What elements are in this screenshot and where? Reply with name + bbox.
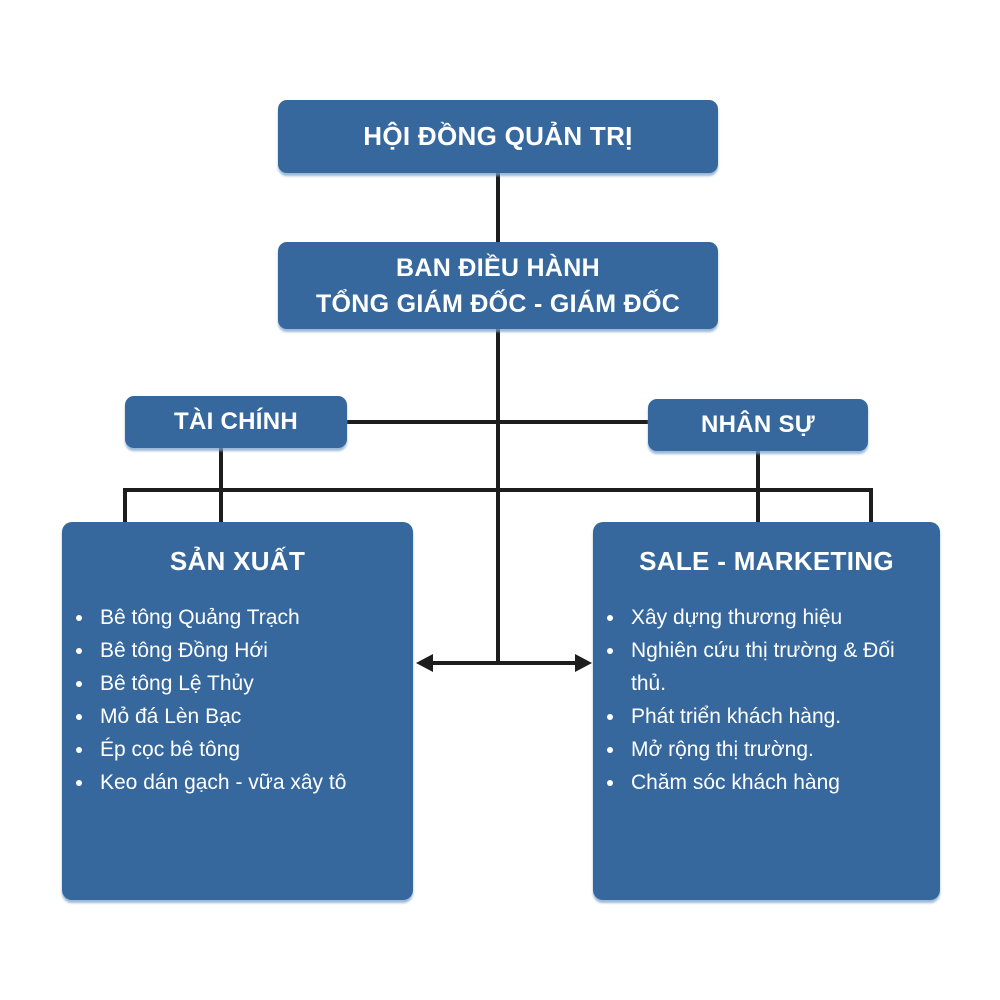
sales-list-item: Chăm sóc khách hàng [626, 766, 932, 799]
production-list-item: Bê tông Lệ Thủy [95, 667, 405, 700]
sales-list-item: Phát triển khách hàng. [626, 700, 932, 733]
node-hr-title: NHÂN SỰ [700, 411, 815, 438]
production-list-item: Bê tông Quảng Trạch [95, 601, 405, 634]
production-list: Bê tông Quảng Trạch Bê tông Đồng Hới Bê … [62, 601, 405, 799]
arrowhead-left-icon [416, 654, 433, 672]
node-finance: TÀI CHÍNH [125, 396, 347, 448]
node-executive-line2: TỔNG GIÁM ĐỐC - GIÁM ĐỐC [315, 289, 681, 318]
production-list-item: Ép cọc bê tông [95, 733, 405, 766]
sales-list-item: Mở rộng thị trường. [626, 733, 932, 766]
edge-bracket [123, 488, 873, 525]
node-production: SẢN XUẤT Bê tông Quảng Trạch Bê tông Đồn… [62, 522, 413, 900]
production-list-item: Keo dán gạch - vữa xây tô [95, 766, 405, 799]
node-hr: NHÂN SỰ [648, 399, 868, 451]
node-board: HỘI ĐỒNG QUẢN TRỊ [278, 100, 718, 173]
node-sales-title: SALE - MARKETING [639, 546, 894, 576]
node-production-title: SẢN XUẤT [169, 546, 306, 576]
sales-list-item: Xây dựng thương hiệu [626, 601, 932, 634]
node-executive: BAN ĐIỀU HÀNH TỔNG GIÁM ĐỐC - GIÁM ĐỐC [278, 242, 718, 329]
production-list-item: Bê tông Đồng Hới [95, 634, 405, 667]
sales-list: Xây dựng thương hiệu Nghiên cứu thị trườ… [593, 601, 932, 799]
production-list-item: Mỏ đá Lèn Bạc [95, 700, 405, 733]
node-board-title: HỘI ĐỒNG QUẢN TRỊ [363, 121, 633, 151]
sales-list-item: Nghiên cứu thị trường & Đối thủ. [626, 634, 932, 700]
arrowhead-right-icon [575, 654, 592, 672]
node-executive-line1: BAN ĐIỀU HÀNH [396, 253, 600, 282]
node-sales: SALE - MARKETING Xây dựng thương hiệu Ng… [593, 522, 940, 900]
node-finance-title: TÀI CHÍNH [173, 408, 299, 435]
